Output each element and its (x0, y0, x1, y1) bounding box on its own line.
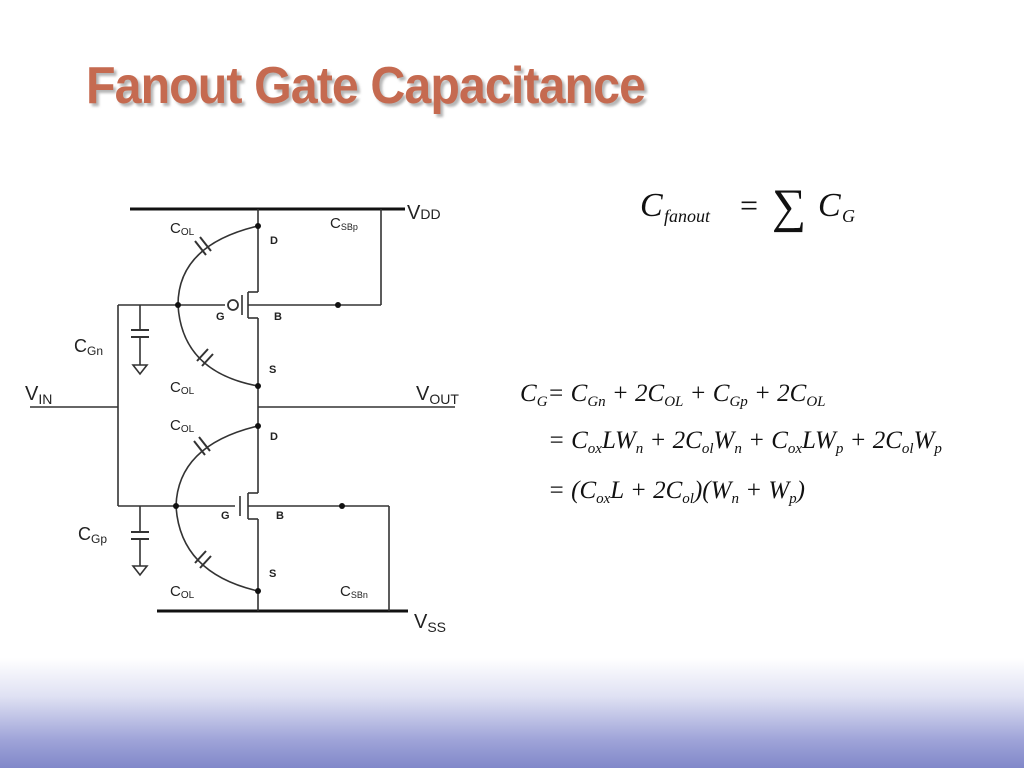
pmos-g-label: G (216, 311, 225, 323)
cgp-cap-symbol (131, 506, 149, 577)
svg-text:C: C (640, 187, 663, 224)
svg-text:fanout: fanout (664, 206, 711, 226)
svg-text:CG= CGn + 2COL + CGp + 2COL: CG= CGn + 2COL + CGp + 2COL (520, 380, 826, 410)
slide-footer-gradient (0, 658, 1024, 768)
pmos-bubble (227, 299, 239, 311)
cgp-label: CGp (78, 524, 107, 546)
svg-text:∑: ∑ (772, 180, 806, 233)
pmos-b-label: B (274, 311, 282, 323)
nmos-g-label: G (221, 510, 230, 522)
col-label-3: COL (170, 417, 195, 435)
csbp-label: CSBp (330, 215, 358, 232)
vdd-label: VDD (407, 202, 441, 224)
vss-label: VSS (414, 611, 446, 635)
col-label-2: COL (170, 379, 195, 397)
cgn-label: CGn (74, 336, 103, 358)
nmos-col-arc-top (175, 425, 259, 507)
nmos-s-label: S (269, 568, 276, 580)
fanout-equation: C fanout = ∑ C G (640, 180, 855, 233)
cg-equation-line-1: CG= CGn + 2COL + CGp + 2COL (520, 380, 826, 410)
slide-title: Fanout Gate Capacitance (86, 57, 646, 115)
col-label-4: COL (170, 583, 195, 601)
col-cap-symbol-2 (196, 348, 214, 367)
col-cap-symbol-3 (193, 436, 211, 456)
col-cap-symbol-1 (194, 236, 212, 256)
cg-equation-line-3: = (CoxL + 2Col)(Wn + Wp) (548, 477, 805, 507)
csbn-label: CSBn (340, 583, 368, 600)
vout-label: VOUT (416, 383, 459, 407)
nmos-d-label: D (270, 431, 278, 443)
svg-text:G: G (842, 206, 855, 226)
pmos-d-label: D (270, 235, 278, 247)
nmos-b-label: B (276, 510, 284, 522)
cgn-cap-symbol (131, 305, 149, 376)
col-cap-symbol-4 (194, 550, 212, 569)
pmos-s-label: S (269, 364, 276, 376)
cg-equation-line-2: = CoxLWn + 2ColWn + CoxLWp + 2ColWp (548, 427, 942, 457)
svg-text:C: C (818, 187, 841, 224)
svg-text:=: = (740, 187, 758, 223)
svg-text:= CoxLWn + 2ColWn + CoxLWp + 2: = CoxLWn + 2ColWn + CoxLWp + 2ColWp (548, 427, 942, 457)
junction-dots (173, 223, 345, 594)
svg-text:= (CoxL + 2Col)(Wn + Wp): = (CoxL + 2Col)(Wn + Wp) (548, 477, 805, 507)
pmos-col-arc-top (177, 225, 259, 306)
vin-label: VIN (25, 383, 52, 407)
col-label-1: COL (170, 220, 195, 238)
nmos-col-arc-bottom (175, 505, 259, 592)
